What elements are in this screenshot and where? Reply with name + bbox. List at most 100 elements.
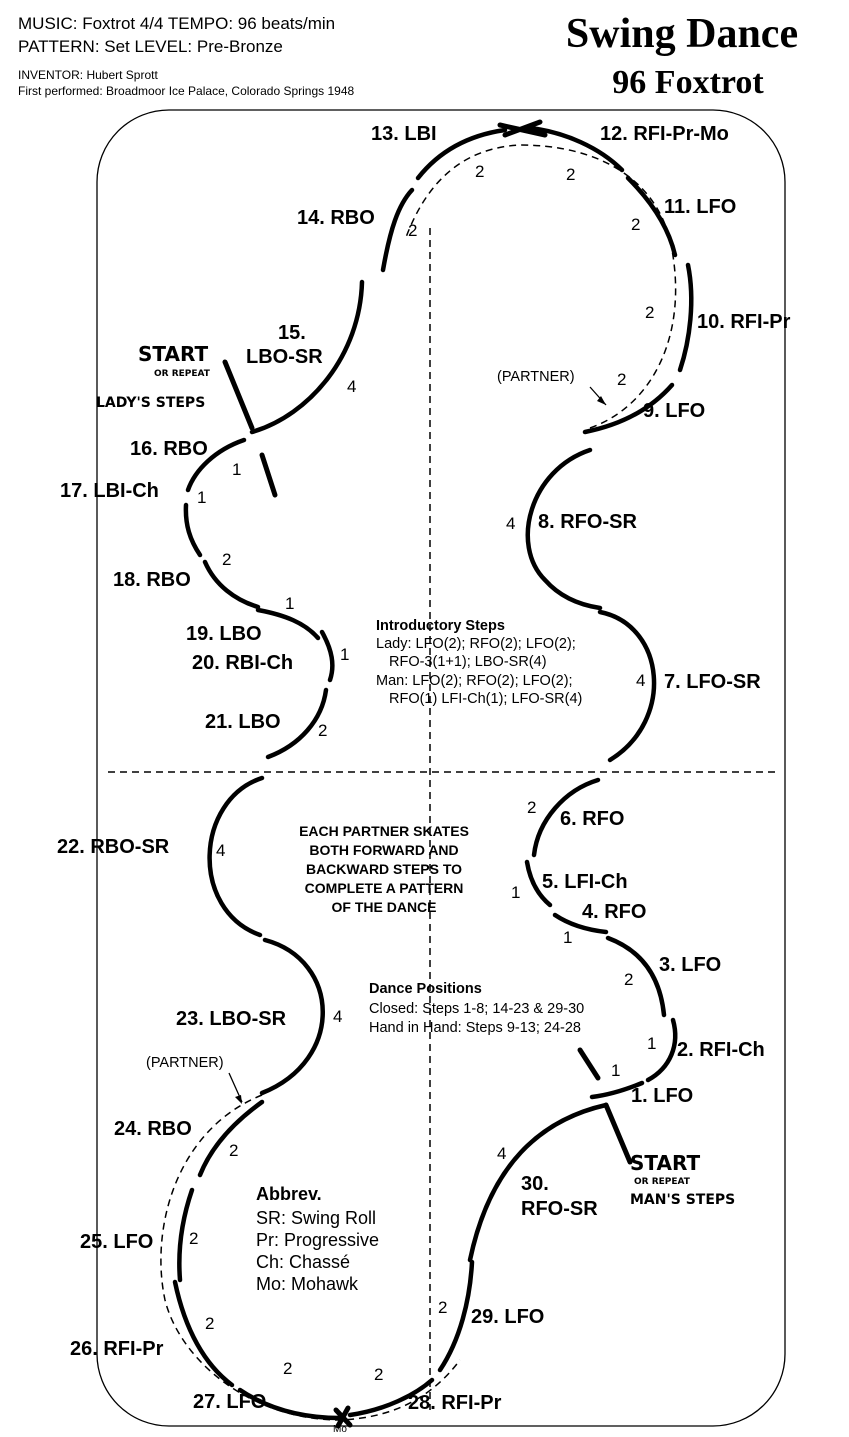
beat-2: 1 [647,1034,656,1053]
edge-8-rfo-sr [525,447,603,611]
beat-10: 2 [645,303,654,322]
beat-6: 2 [527,798,536,817]
edge-21-lbo [265,687,329,760]
step-3-label: 3. LFO [659,954,721,976]
step-29-label: 29. LFO [471,1306,544,1328]
man-or-repeat-label: OR REPEAT [634,1177,691,1187]
step-1-label: 1. LFO [631,1085,693,1107]
beat-22: 4 [216,841,225,860]
lady-start-mark [222,359,255,431]
abbrev-item-pr: Pr: Progressive [256,1230,379,1250]
intro-lady-line-2: RFO-3(1+1); LBO-SR(4) [389,654,547,670]
step-26-label: 26. RFI-Pr [70,1338,164,1360]
edge-11-lfo [625,175,678,258]
edge-22-rbo-sr [207,775,265,938]
positions-heading: Dance Positions [369,981,482,997]
step-2-label: 2. RFI-Ch [677,1039,765,1061]
edge-18-rbo [202,559,261,610]
partner-label-lower: (PARTNER) [146,1055,224,1071]
mohawk-mark-label: Mo [333,1424,347,1435]
intro-heading: Introductory Steps [376,618,505,634]
beat-18: 2 [222,550,231,569]
beat-16: 1 [232,460,241,479]
lady-repeat-mark [259,452,278,498]
beat-26: 2 [205,1314,214,1333]
step-27-label: 27. LFO [193,1391,266,1413]
edge-28-rfi-pr [347,1377,435,1418]
man-start-mark [603,1102,633,1165]
lady-or-repeat-label: OR REPEAT [154,369,211,379]
edge-27-lfo [237,1387,343,1421]
beat-4: 1 [563,928,572,947]
step-14-label: 14. RBO [297,207,375,229]
step-12-label: 12. RFI-Pr-Mo [600,123,729,145]
abbrev-item-mo: Mo: Mohawk [256,1274,359,1294]
edge-7-lfo-sr [597,609,657,763]
edge-9-lfo [582,382,675,435]
edge-6-rfo [531,777,601,858]
beat-29: 2 [438,1298,447,1317]
positions-closed: Closed: Steps 1-8; 14-23 & 29-30 [369,1001,584,1017]
beat-8: 4 [506,514,515,533]
step-6-label: 6. RFO [560,808,624,830]
edge-4-rfo [552,912,609,935]
beat-1: 1 [611,1061,620,1080]
ladys-steps-label: LADY'S STEPS [96,395,205,411]
edge-25-lfo [177,1187,195,1283]
step-4-label: 4. RFO [582,901,646,923]
edge-12-rfi-pr-mo [527,125,625,173]
step-22-label: 22. RBO-SR [57,836,170,858]
edge-1-lfo [589,1080,645,1100]
edge-26-rfi-pr [172,1279,235,1388]
partner-note-line-5: OF THE DANCE [332,899,437,915]
abbrev-heading: Abbrev. [256,1184,322,1204]
beat-7: 4 [636,671,645,690]
step-15-number: 15. [278,322,306,344]
header-music-tempo: MUSIC: Foxtrot 4/4 TEMPO: 96 beats/min [18,14,335,33]
beat-3: 2 [624,970,633,989]
man-start-label: START [630,1151,700,1175]
partner-note-line-4: COMPLETE A PATTERN [305,880,464,896]
step-30-label: RFO-SR [521,1198,598,1220]
beat-20: 1 [340,645,349,664]
lady-start-label: START [138,342,208,366]
step-9-label: 9. LFO [643,400,705,422]
man-repeat-mark [577,1047,601,1081]
edge-23-lbo-sr [259,937,325,1096]
header-pattern-level: PATTERN: Set LEVEL: Pre-Bronze [18,37,283,56]
beat-28: 2 [374,1365,383,1384]
header-first-performed: First performed: Broadmoor Ice Palace, C… [18,84,354,98]
mohawk-cross-bottom [333,1405,353,1429]
edge-3-lfo [605,935,667,1018]
beat-9: 2 [617,370,626,389]
positions-hand-in-hand: Hand in Hand: Steps 9-13; 24-28 [369,1020,581,1036]
beat-15: 4 [347,377,356,396]
beat-14: 2 [408,221,417,240]
step-28-label: 28. RFI-Pr [408,1392,502,1414]
edge-14-rbo [380,187,415,273]
step-15-label: LBO-SR [246,346,323,368]
beat-27: 2 [283,1359,292,1378]
edge-29-lfo [437,1259,475,1373]
beat-17: 1 [197,488,206,507]
beat-5: 1 [511,883,520,902]
edge-24-rbo [197,1099,265,1178]
edge-13-lbi [415,127,508,181]
edge-19-lbo [255,607,321,641]
step-8-label: 8. RFO-SR [538,511,637,533]
partner-note-line-1: EACH PARTNER SKATES [299,823,469,839]
rink-outline [96,109,786,1427]
edge-15-lbo-sr [249,279,365,435]
dance-title: Swing Dance [566,11,798,57]
edge-30-rfo-sr [467,1102,609,1263]
step-24-label: 24. RBO [114,1118,192,1140]
step-19-label: 19. LBO [186,623,262,645]
beat-30: 4 [497,1144,506,1163]
partner-note-line-3: BACKWARD STEPS TO [306,861,462,877]
partner-label-upper: (PARTNER) [497,369,575,385]
edge-2-rfi-ch [645,1017,678,1083]
beat-12: 2 [566,165,575,184]
step-5-label: 5. LFI-Ch [542,871,628,893]
partner-arrow-upper [597,396,606,405]
edge-17-lbi-ch [183,502,203,558]
